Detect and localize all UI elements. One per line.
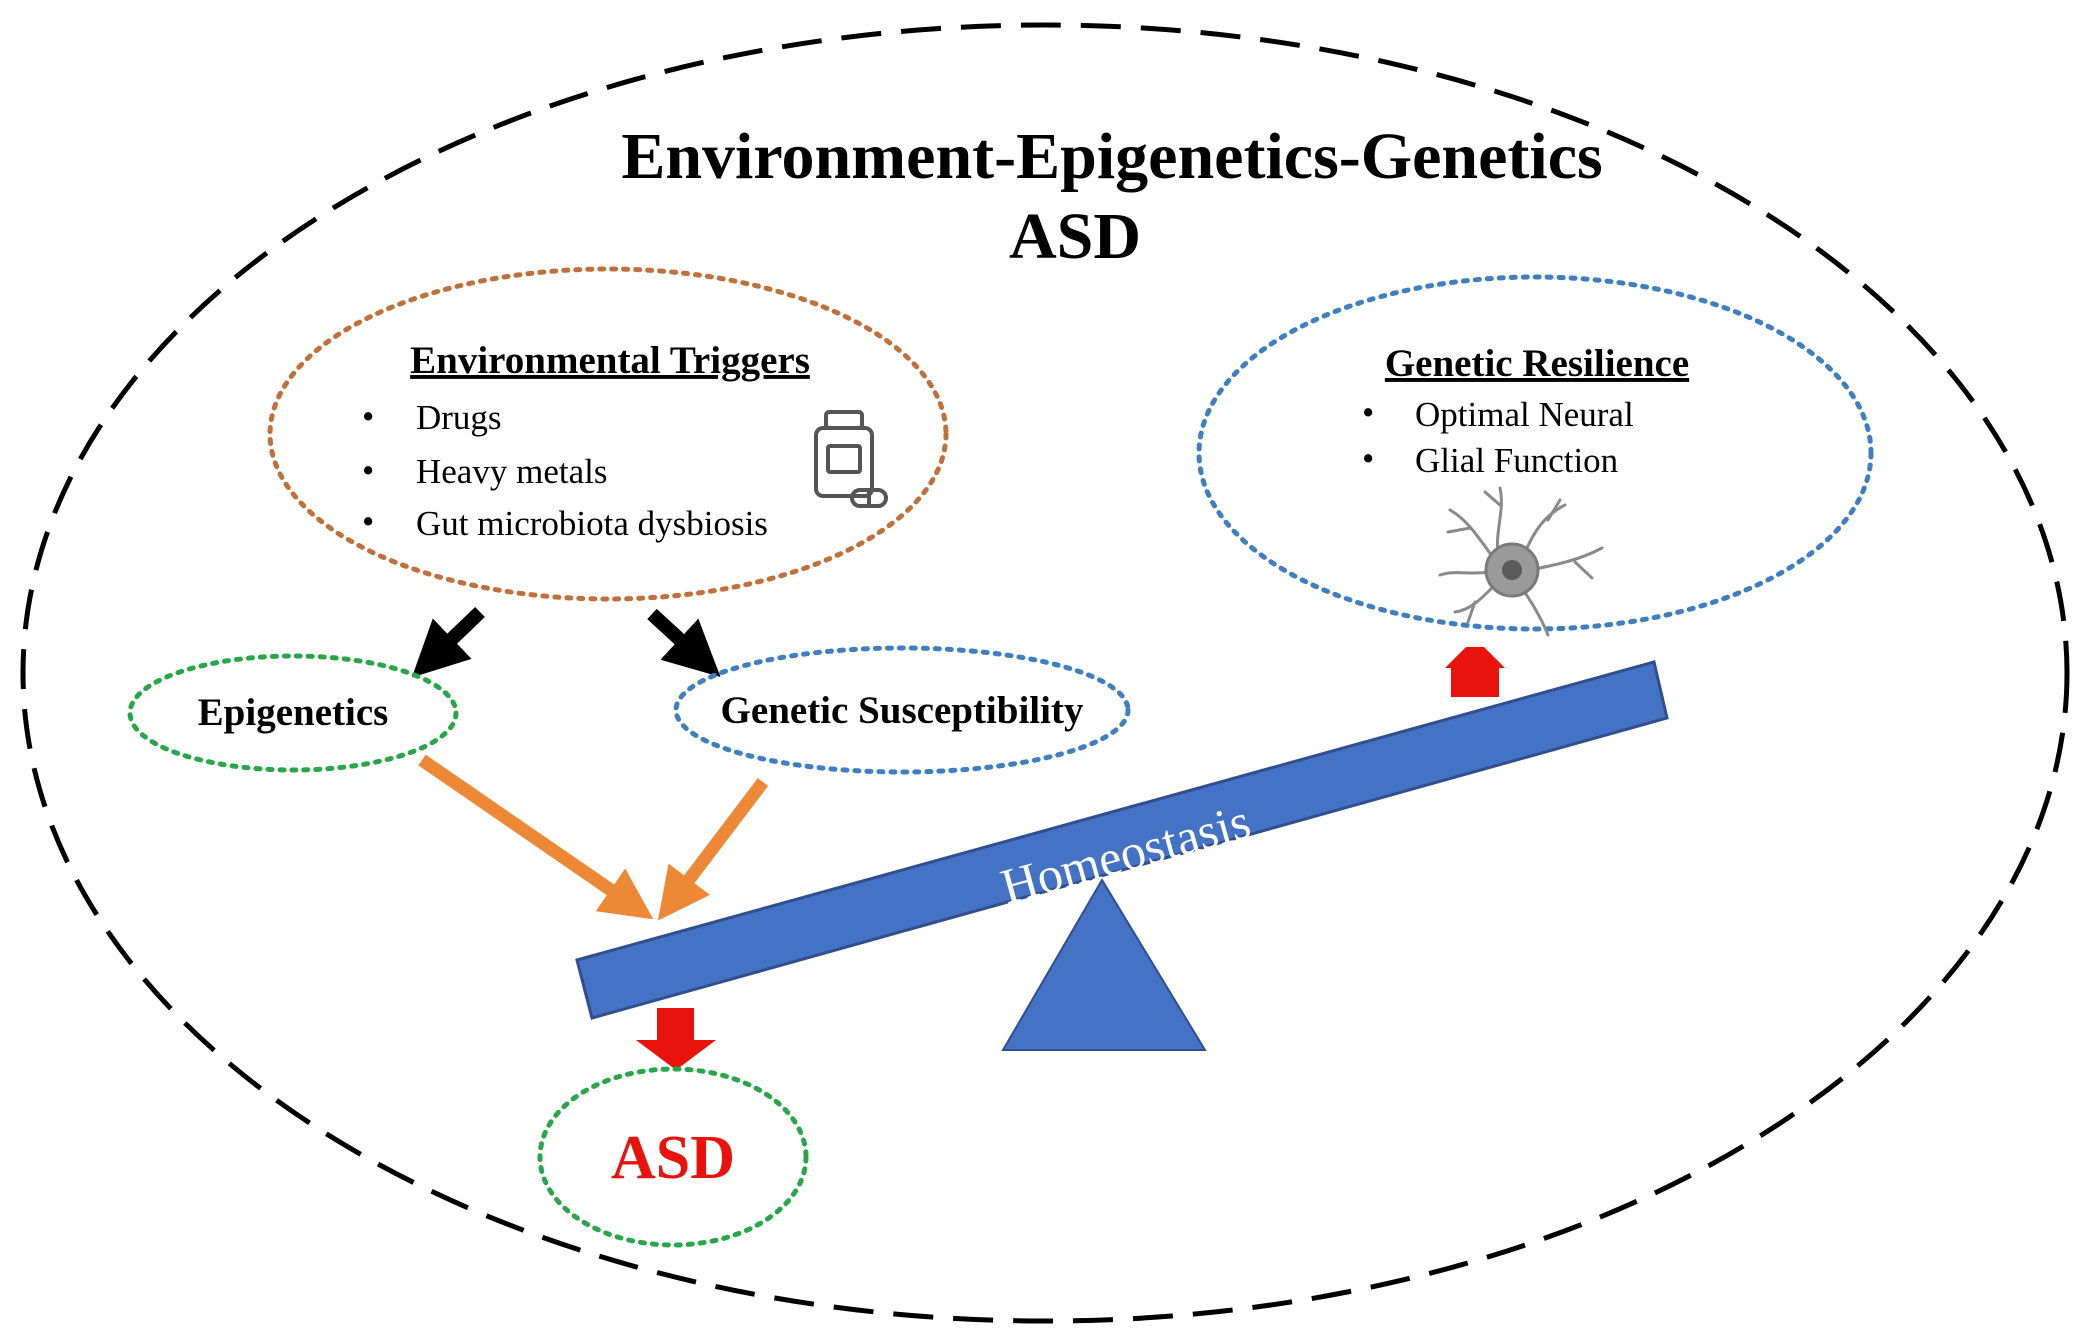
bullet-dot: • (1362, 439, 1374, 478)
epigenetics-node: Epigenetics (127, 653, 459, 773)
arrow-susceptibility-to-beam (657, 778, 769, 921)
resilience-item-optimal-neural: Optimal Neural (1415, 395, 1634, 434)
seesaw-fulcrum (1001, 878, 1207, 1051)
environmental-triggers-group: Environmental Triggers • Drugs • Heavy m… (267, 266, 949, 602)
up-arrow-to-resilience-head (1445, 647, 1505, 697)
pill-bottle-icon (814, 410, 888, 508)
genetic-resilience-ellipse (1196, 274, 1874, 632)
environmental-triggers-ellipse (267, 266, 949, 602)
bullet-dot: • (362, 397, 374, 436)
neuron-icon (1438, 486, 1604, 637)
diagram-title-line1: Environment-Epigenetics-Genetics (621, 120, 1602, 193)
bullet-dot: • (1362, 393, 1374, 432)
arrow-triggers-to-genetic-susceptibility (647, 608, 721, 678)
epigenetics-label: Epigenetics (198, 691, 389, 734)
resilience-item-glial-function: Glial Function (1415, 441, 1618, 480)
genetic-susceptibility-ellipse (673, 645, 1131, 775)
asd-outcome-node: ASD (537, 1066, 809, 1248)
down-arrow-to-asd (636, 1008, 716, 1070)
genetic-susceptibility-label: Genetic Susceptibility (721, 689, 1084, 732)
seesaw-beam (575, 660, 1669, 1020)
arrow-epigenetics-to-beam (418, 754, 654, 920)
trigger-item-gut-microbiota: Gut microbiota dysbiosis (416, 504, 768, 543)
genetic-resilience-group: Genetic Resilience • Optimal Neural • Gl… (1196, 274, 1874, 637)
diagram-title-line2: ASD (1009, 200, 1141, 273)
epigenetics-ellipse (127, 653, 459, 773)
arrow-triggers-to-epigenetics (411, 606, 485, 678)
outer-boundary-ellipse (20, 22, 2070, 1324)
genetic-resilience-heading: Genetic Resilience (1385, 342, 1689, 385)
trigger-item-drugs: Drugs (416, 398, 502, 437)
asd-outcome-label: ASD (611, 1124, 735, 1192)
genetic-susceptibility-node: Genetic Susceptibility (673, 645, 1131, 775)
bullet-dot: • (362, 502, 374, 541)
trigger-item-heavy-metals: Heavy metals (416, 452, 607, 491)
environmental-triggers-heading: Environmental Triggers (410, 339, 810, 382)
asd-outcome-ellipse (537, 1066, 809, 1248)
bullet-dot: • (362, 451, 374, 490)
